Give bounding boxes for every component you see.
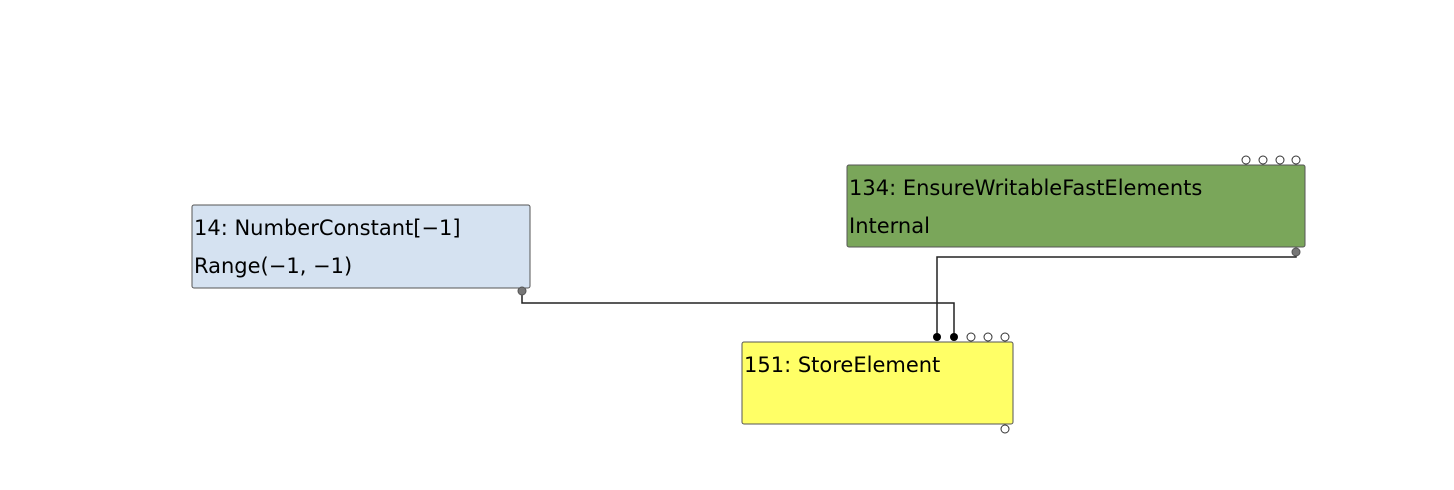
node-134-box xyxy=(846,164,1306,248)
node-151[interactable]: 151: StoreElement xyxy=(741,332,1014,434)
node-134-input-port[interactable] xyxy=(1258,155,1268,165)
node-151-input-port-connected[interactable] xyxy=(950,333,958,341)
node-151-input-port[interactable] xyxy=(966,332,976,342)
node-151-title: 151: StoreElement xyxy=(744,353,940,377)
node-14-type: Range(−1, −1) xyxy=(194,254,352,278)
edge-14-to-151[interactable] xyxy=(521,291,955,334)
node-134[interactable]: 134: EnsureWritableFastElements Internal xyxy=(846,155,1306,257)
node-134-title: 134: EnsureWritableFastElements xyxy=(849,176,1202,200)
node-134-input-port[interactable] xyxy=(1291,155,1301,165)
node-14-box xyxy=(191,204,531,289)
node-14-title: 14: NumberConstant[−1] xyxy=(194,216,461,240)
node-134-type: Internal xyxy=(849,214,930,238)
node-14[interactable]: 14: NumberConstant[−1] Range(−1, −1) xyxy=(191,204,531,296)
node-14-output-port[interactable] xyxy=(517,286,527,296)
edge-134-to-151[interactable] xyxy=(936,252,1297,334)
node-151-input-port[interactable] xyxy=(983,332,993,342)
node-134-input-port[interactable] xyxy=(1241,155,1251,165)
node-151-input-port-connected[interactable] xyxy=(933,333,941,341)
node-151-output-port[interactable] xyxy=(1000,424,1010,434)
node-151-box xyxy=(741,341,1014,425)
node-134-output-port[interactable] xyxy=(1291,247,1301,257)
node-151-input-port[interactable] xyxy=(1000,332,1010,342)
node-134-input-port[interactable] xyxy=(1275,155,1285,165)
